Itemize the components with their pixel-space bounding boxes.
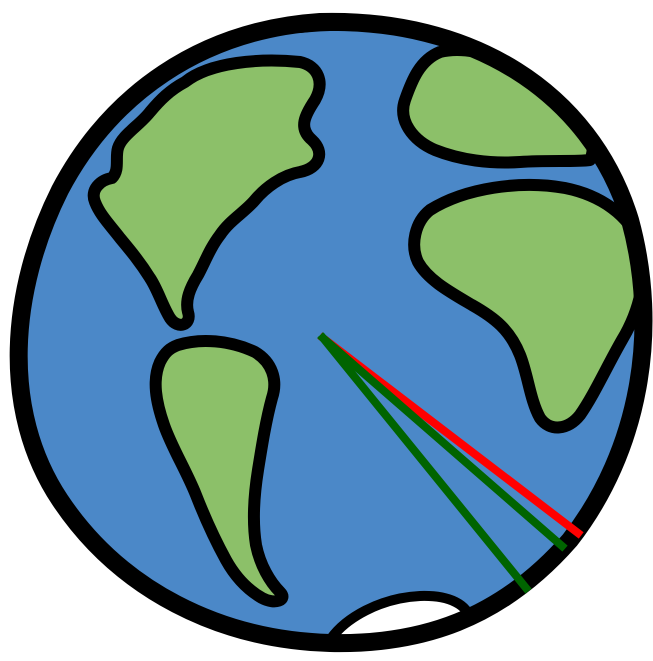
globe-svg — [0, 0, 653, 661]
globe-illustration — [0, 0, 653, 661]
